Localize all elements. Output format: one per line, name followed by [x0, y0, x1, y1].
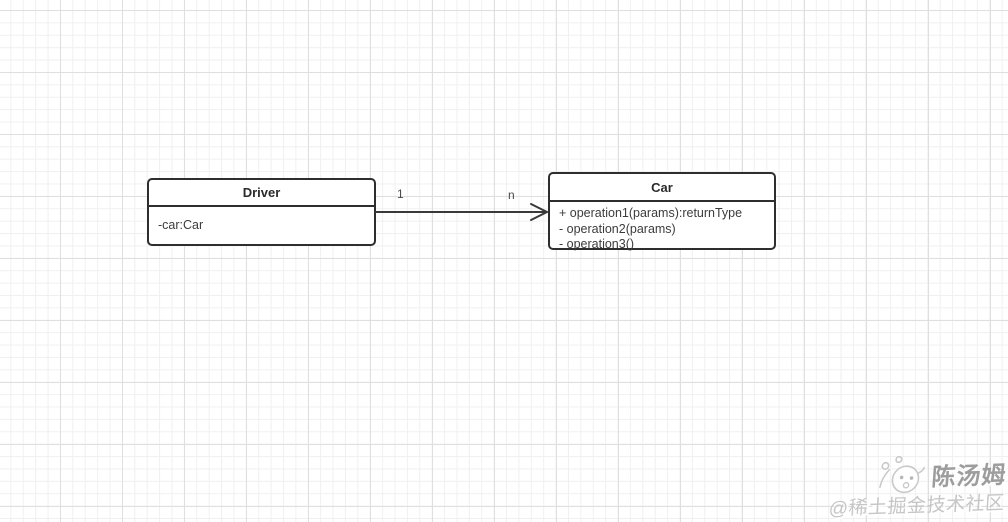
multiplicity-target-label: n	[508, 188, 515, 202]
class-attributes-driver: -car:Car	[149, 207, 374, 244]
association-arrow	[375, 203, 550, 221]
attribute-line: -car:Car	[158, 217, 204, 232]
class-operations-car: + operation1(params):returnType - operat…	[550, 202, 774, 257]
operation-line: - operation3()	[559, 237, 635, 251]
watermark-author-text: 陈汤姆	[930, 461, 1008, 492]
uml-class-driver: Driver -car:Car	[147, 178, 376, 246]
class-title-car: Car	[550, 174, 774, 202]
operation-line: + operation1(params):returnType	[559, 206, 743, 220]
mascot-face-icon	[879, 455, 926, 494]
multiplicity-source-label: 1	[397, 187, 404, 201]
operation-line: - operation2(params)	[559, 221, 676, 236]
watermark-community-text: @稀土掘金技术社区	[828, 492, 1006, 520]
watermark: 陈汤姆 @稀土掘金技术社区	[818, 450, 1008, 522]
uml-class-car: Car + operation1(params):returnType - op…	[548, 172, 776, 251]
class-title-driver: Driver	[149, 180, 374, 207]
